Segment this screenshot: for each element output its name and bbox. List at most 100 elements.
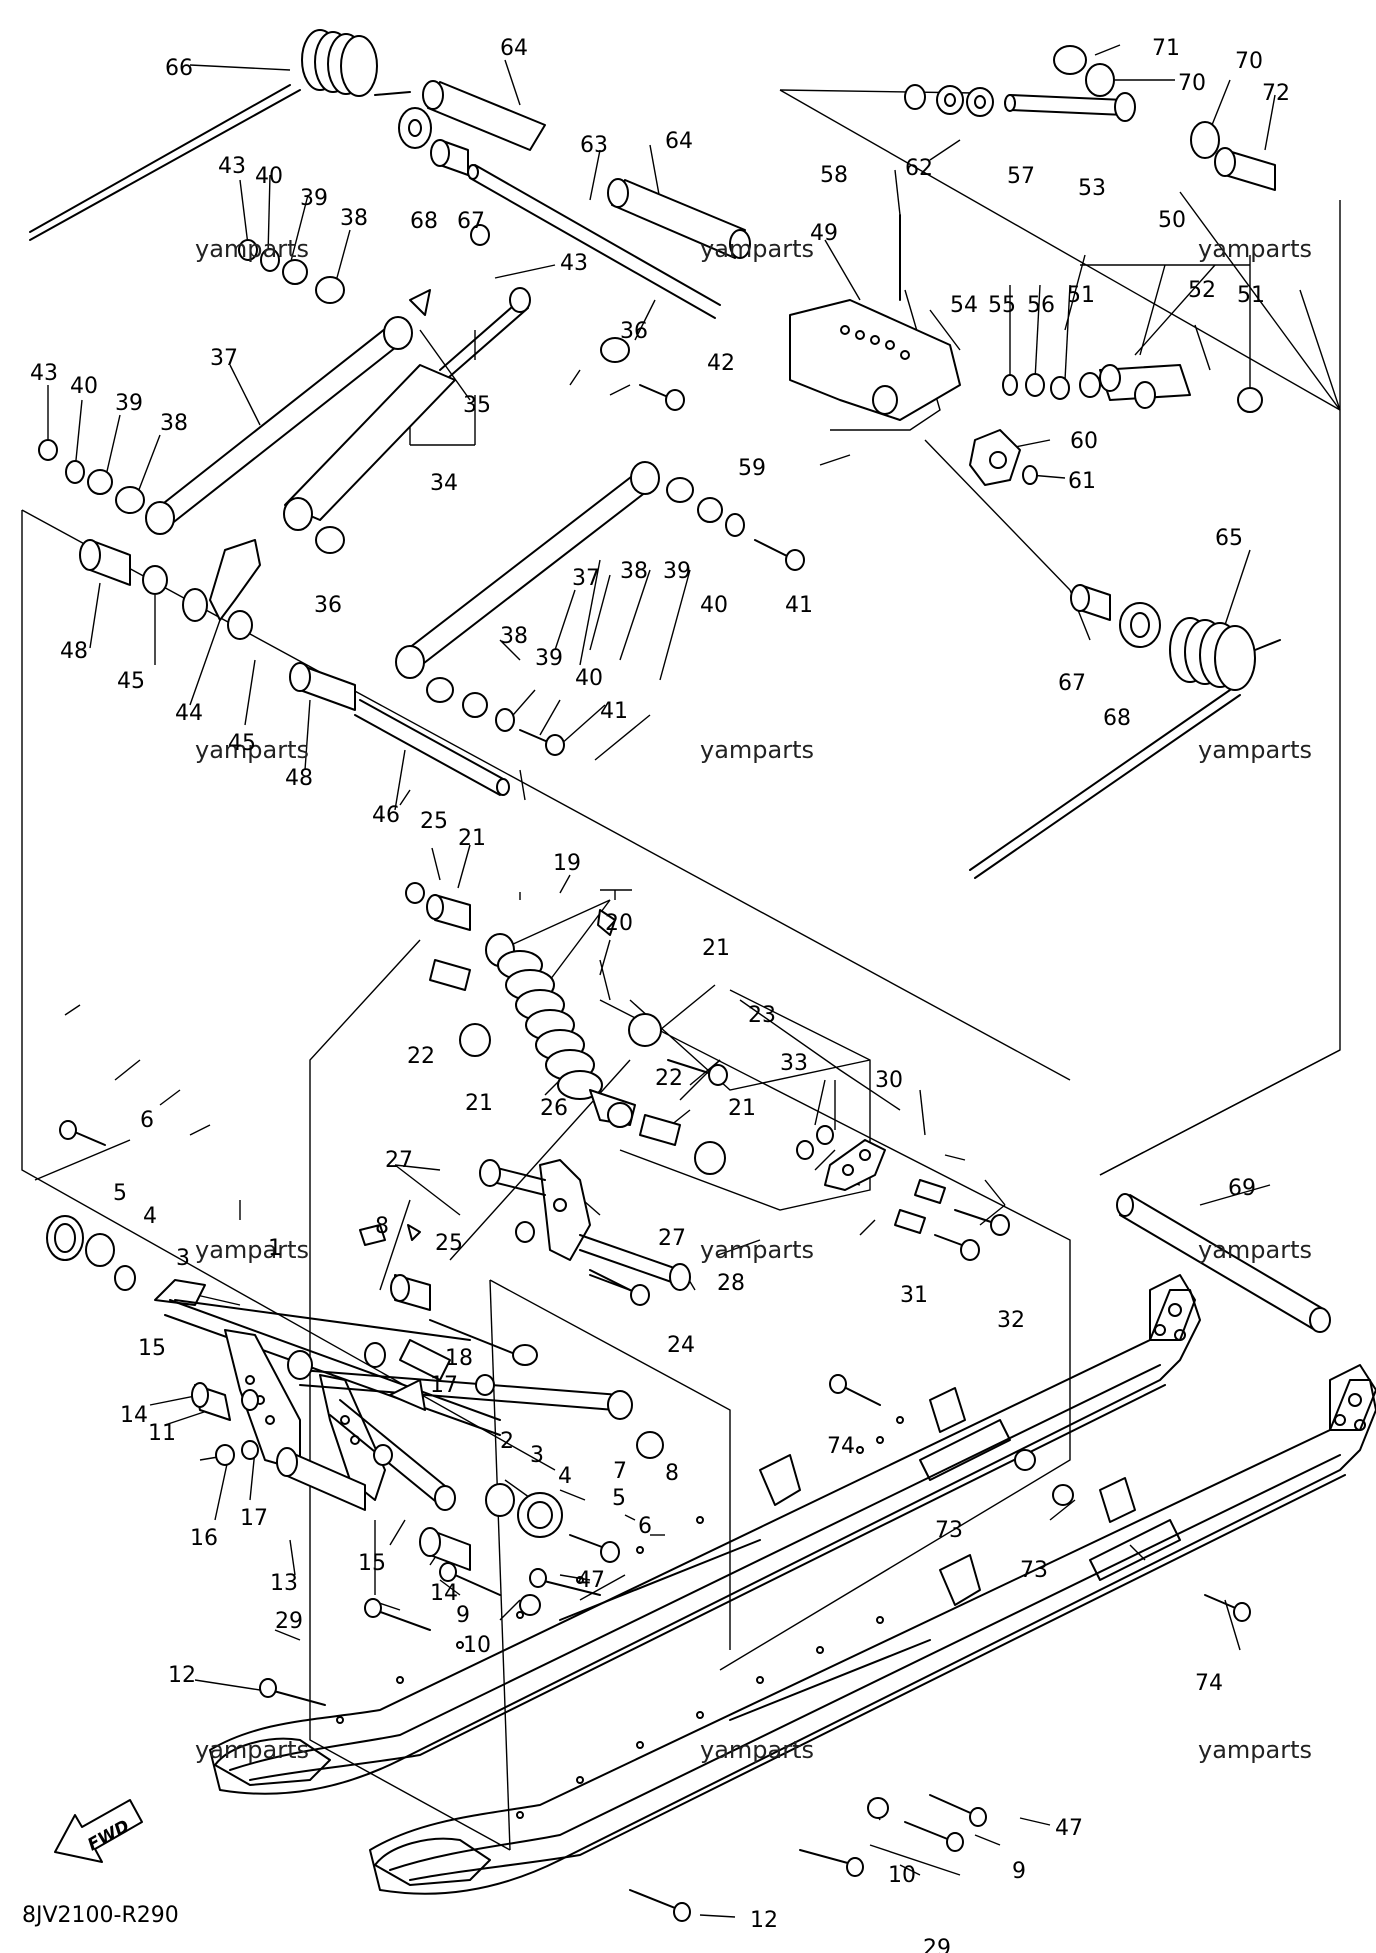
callout-label: 64	[500, 36, 528, 61]
assembly-lines	[21, 89, 1341, 1851]
watermark: yamparts	[195, 1736, 309, 1764]
bushing-71-70-72	[1053, 45, 1276, 191]
callout-label: 21	[728, 1096, 756, 1121]
callout-label: 40	[700, 593, 728, 618]
callout-label: 70	[1235, 49, 1263, 74]
callout-label: 56	[1027, 293, 1055, 318]
shaft-63	[467, 164, 721, 319]
watermark: yamparts	[195, 1236, 309, 1264]
callout-label: 39	[663, 559, 691, 584]
callout-label: 45	[228, 731, 256, 756]
rear-pivot-44-45-46-48	[79, 539, 510, 796]
callout-label: 16	[190, 1526, 218, 1551]
callout-label: 25	[420, 809, 448, 834]
callout-label: 61	[1068, 469, 1096, 494]
callout-label: 49	[810, 221, 838, 246]
callout-label: 30	[875, 1068, 903, 1093]
watermark: yamparts	[700, 736, 814, 764]
callout-label: 73	[1020, 1558, 1048, 1583]
watermark: yamparts	[1198, 1736, 1312, 1764]
bushings-38-39-40-upper	[38, 224, 630, 554]
callout-label: 39	[115, 391, 143, 416]
slide-rail-lower	[369, 1364, 1376, 1895]
callout-label: 51	[1237, 283, 1265, 308]
callout-label: 70	[1178, 71, 1206, 96]
washers-54-55-56	[1002, 373, 1070, 400]
bushings-38-39-40-41-right	[426, 384, 805, 756]
callout-label: 66	[165, 56, 193, 81]
callout-label: 42	[707, 351, 735, 376]
callout-label: 4	[558, 1464, 572, 1489]
callout-label: 14	[120, 1403, 148, 1428]
callout-label: 54	[950, 293, 978, 318]
callout-label: 5	[612, 1486, 626, 1511]
callout-label: 74	[1195, 1671, 1223, 1696]
callout-label: 15	[358, 1551, 386, 1576]
callout-label: 24	[667, 1333, 695, 1358]
callout-label: 40	[70, 374, 98, 399]
torsion-spring-65	[969, 617, 1281, 879]
shock-hardware-21-22-23-25	[405, 882, 728, 1175]
callout-label: 10	[888, 1863, 916, 1888]
callout-label: 15	[138, 1336, 166, 1361]
rail-bolts	[629, 1374, 1251, 1922]
callout-label: 45	[117, 669, 145, 694]
link-26-27-28	[479, 1159, 691, 1306]
callout-label: 62	[905, 156, 933, 181]
watermark: yamparts	[700, 1236, 814, 1264]
callout-label: 7	[613, 1459, 627, 1484]
callout-label: 59	[738, 456, 766, 481]
callout-label: 29	[275, 1609, 303, 1634]
watermark: yamparts	[1198, 736, 1312, 764]
rear-arm-37-lower	[395, 461, 660, 679]
callout-label: 14	[430, 1581, 458, 1606]
callout-label: 35	[463, 393, 491, 418]
bushings-67-68-lower	[1070, 584, 1161, 648]
callout-labels: 1 2 3 3 4 4 5 5 6 6 7 8 8 9 9 10 10 11 1…	[30, 36, 1290, 1953]
callout-label: 38	[340, 206, 368, 231]
callout-label: 12	[168, 1663, 196, 1688]
callout-label: 57	[1007, 164, 1035, 189]
watermark: yamparts	[195, 736, 309, 764]
callout-label: 21	[702, 936, 730, 961]
callout-label: 9	[456, 1603, 470, 1628]
callout-label: 27	[385, 1148, 413, 1173]
front-arm-1	[154, 1274, 633, 1511]
collar-64-upper	[422, 80, 546, 151]
callout-label: 5	[113, 1181, 127, 1206]
callout-label: 8	[375, 1214, 389, 1239]
watermark: yamparts	[1198, 1236, 1312, 1264]
callout-label: 18	[445, 1346, 473, 1371]
callout-label: 34	[430, 471, 458, 496]
callout-label: 21	[458, 826, 486, 851]
bracket-49	[789, 214, 961, 421]
callout-label: 17	[430, 1373, 458, 1398]
torsion-spring-66	[29, 29, 411, 241]
callout-label: 1	[268, 1236, 282, 1261]
callout-label: 22	[655, 1066, 683, 1091]
callout-label: 67	[1058, 671, 1086, 696]
callout-label: 39	[300, 186, 328, 211]
callout-label: 64	[665, 129, 693, 154]
callout-label: 55	[988, 293, 1016, 318]
callout-label: 2	[500, 1429, 514, 1454]
watermark: yamparts	[700, 1736, 814, 1764]
nuts-57-62	[904, 84, 994, 117]
callout-label: 37	[210, 346, 238, 371]
callout-label: 17	[240, 1506, 268, 1531]
watermark: yamparts	[700, 235, 814, 263]
callout-label: 40	[255, 164, 283, 189]
callout-label: 3	[530, 1443, 544, 1468]
callout-label: 29	[923, 1936, 951, 1953]
callout-label: 36	[620, 319, 648, 344]
callout-label: 67	[457, 209, 485, 234]
callout-label: 19	[553, 851, 581, 876]
callout-label: 22	[407, 1044, 435, 1069]
callout-label: 28	[717, 1271, 745, 1296]
callout-label: 20	[605, 911, 633, 936]
callout-label: 50	[1158, 208, 1186, 233]
callout-label: 11	[148, 1421, 176, 1446]
collar-64-lower	[607, 178, 751, 259]
slide-rail-upper	[209, 1274, 1201, 1795]
watermarks: yamparts yamparts yamparts yamparts yamp…	[195, 235, 1312, 1764]
